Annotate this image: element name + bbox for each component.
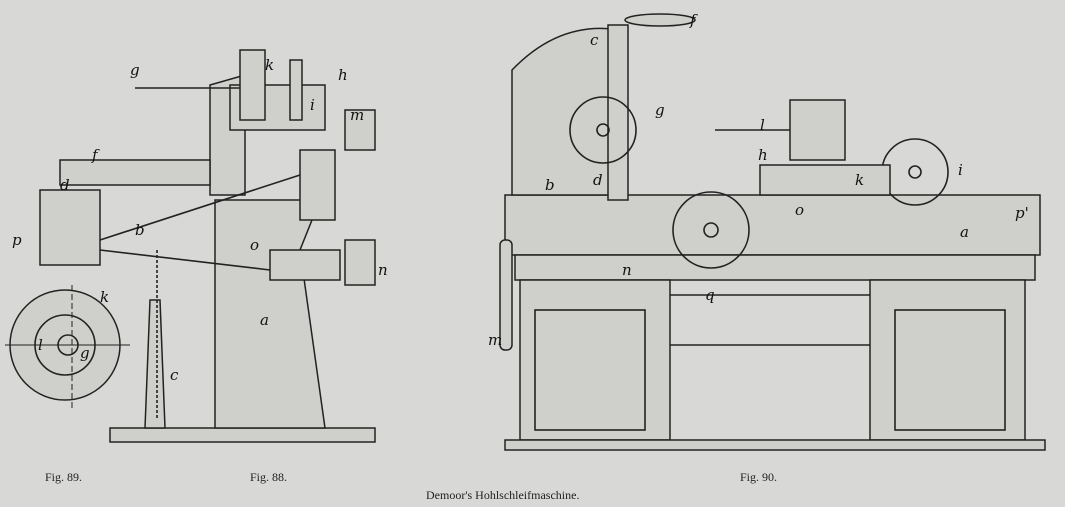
label-p-prime: p': [1015, 204, 1029, 222]
label-m: m: [488, 331, 502, 349]
label-k: k: [265, 56, 274, 74]
label-n: n: [622, 261, 632, 279]
label-b: b: [545, 176, 555, 194]
fig89-section-drawing: k l g: [5, 285, 130, 410]
label-i: i: [958, 161, 963, 179]
figure-title: Demoor's Hohlschleifmaschine.: [426, 488, 580, 502]
caption-fig90: Fig. 90.: [740, 470, 778, 484]
label-d: d: [60, 176, 70, 194]
label-f: f: [91, 146, 100, 164]
label-d: d: [593, 171, 603, 189]
label-c: c: [170, 366, 179, 384]
label-a: a: [960, 223, 969, 241]
fig90-front-drawing: c f g b d m n q h k l i o p' a: [488, 11, 1046, 451]
label-l: l: [760, 116, 765, 134]
label-l: l: [38, 336, 43, 354]
label-q: q: [705, 286, 715, 304]
label-g: g: [80, 344, 90, 362]
label-m: m: [350, 106, 364, 124]
label-f: f: [689, 11, 698, 29]
caption-fig88: Fig. 88.: [250, 470, 288, 484]
label-c: c: [590, 31, 599, 49]
label-h: h: [758, 146, 768, 164]
label-k: k: [100, 288, 109, 306]
fig88-side-drawing: g k h f d p b o i m n c a: [12, 49, 388, 443]
label-g: g: [130, 61, 140, 79]
label-a: a: [260, 311, 269, 329]
label-h: h: [338, 66, 348, 84]
label-b: b: [135, 221, 145, 239]
label-k: k: [855, 171, 864, 189]
label-n: n: [378, 261, 388, 279]
label-g: g: [655, 101, 665, 119]
label-i: i: [310, 96, 315, 114]
caption-fig89: Fig. 89.: [45, 470, 83, 484]
label-p: p: [12, 231, 22, 249]
label-o: o: [250, 236, 259, 254]
label-o: o: [795, 201, 804, 219]
